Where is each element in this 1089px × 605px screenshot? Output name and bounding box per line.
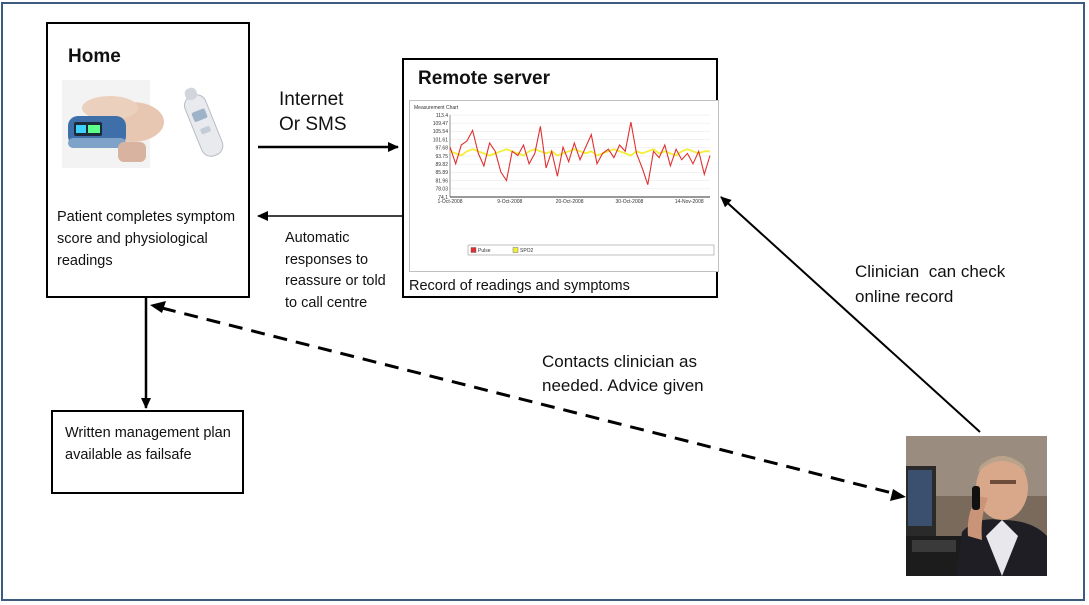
- management-plan-box: Written management plan available as fai…: [51, 410, 244, 494]
- y-tick-label: 85.89: [435, 170, 448, 176]
- dashed-arrowhead-clinician: [890, 489, 906, 501]
- y-tick-label: 97.68: [435, 146, 448, 152]
- dashed-arrowhead-home: [150, 301, 166, 313]
- remote-server-title: Remote server: [418, 68, 551, 89]
- y-tick-label: 74.1: [438, 195, 448, 201]
- clinician-check-label: Clinician can check online record: [855, 262, 1006, 306]
- remote-server-caption: Record of readings and symptoms: [409, 278, 630, 294]
- internet-sms-label: Internet Or SMS: [279, 87, 347, 137]
- arrow-clinician-to-server: [720, 196, 981, 433]
- remote-server-box: Remote server Measurement Chart 113.4 109.…: [402, 58, 719, 298]
- x-tick-label: 20-Oct-2008: [556, 199, 584, 205]
- y-tick-label: 101.61: [433, 137, 449, 143]
- y-tick-label: 93.75: [435, 154, 448, 160]
- legend-label-pulse: Pulse: [478, 248, 491, 254]
- clinician-on-phone-photo: [906, 436, 1047, 576]
- measurement-chart: Measurement Chart 113.4 109.47 105.54 101.61…: [409, 100, 719, 272]
- contacts-clinician-label: Contacts clinician as needed. Advice giv…: [542, 352, 704, 395]
- series-line-pulse: [449, 121, 711, 185]
- legend-label-spo2: SPO2: [520, 248, 534, 254]
- pulse-oximeter-thermometer-image: [62, 80, 224, 168]
- x-tick-label: 30-Oct-2008: [616, 199, 644, 205]
- automatic-responses-label: Automatic responses to reassure or told …: [285, 230, 386, 311]
- sms-label-line: Or SMS: [279, 114, 347, 135]
- y-tick-label: 109.47: [433, 121, 449, 127]
- x-tick-label: 14-Nov-2008: [675, 199, 704, 205]
- legend-box: [467, 244, 715, 256]
- y-tick-label: 89.82: [435, 162, 448, 168]
- legend-swatch-pulse: [470, 247, 477, 253]
- x-tick-label: 9-Oct-2008: [497, 199, 522, 205]
- measurement-chart-svg: Measurement Chart 113.4 109.47 105.54 101.61…: [414, 105, 715, 256]
- home-title: Home: [68, 46, 121, 67]
- y-tick-label: 81.96: [435, 178, 448, 184]
- x-tick-label: 1-Oct-2008: [437, 199, 462, 205]
- internet-label-line: Internet: [279, 89, 344, 110]
- management-plan-text: Written management plan available as fai…: [65, 425, 231, 463]
- y-tick-label: 78.03: [435, 187, 448, 193]
- chart-title: Measurement Chart: [414, 105, 459, 111]
- legend-swatch-spo2: [512, 247, 519, 253]
- home-description: Patient completes symptom score and phys…: [57, 209, 236, 269]
- dashed-link-home-clinician: [161, 306, 897, 496]
- y-tick-label: 105.54: [433, 129, 449, 135]
- y-tick-label: 113.4: [436, 113, 448, 119]
- series-line-spo2: [449, 148, 710, 157]
